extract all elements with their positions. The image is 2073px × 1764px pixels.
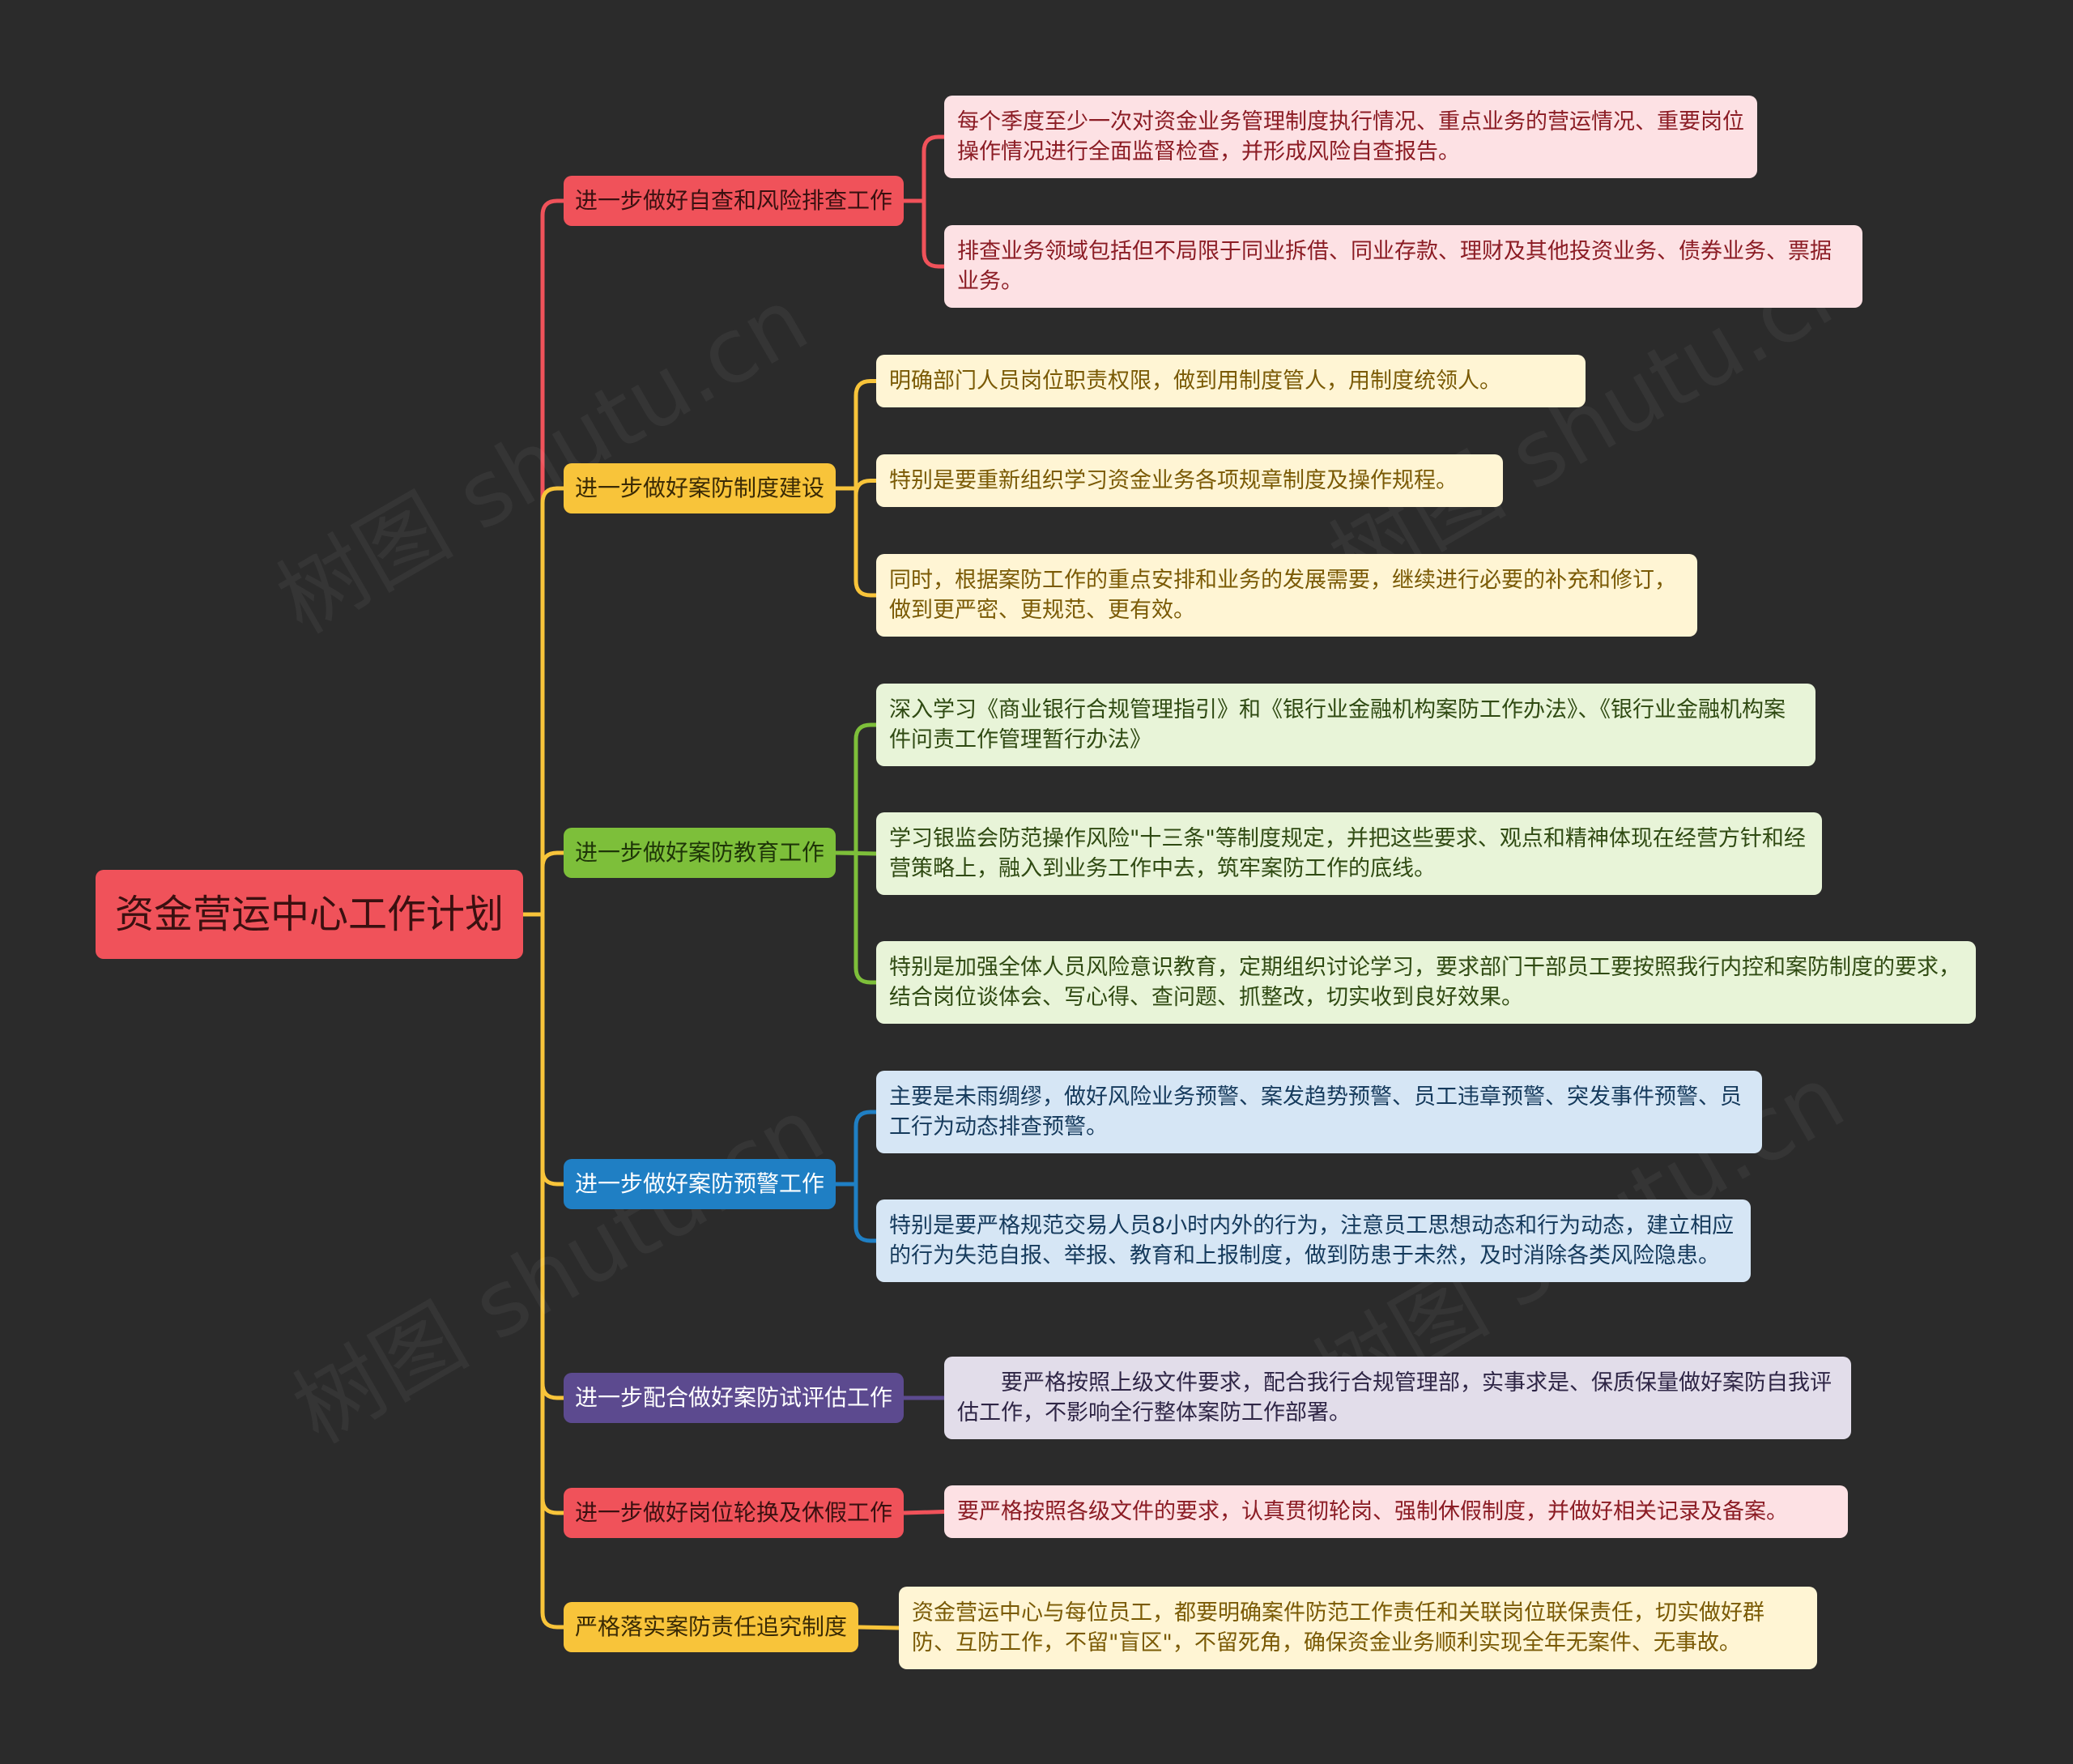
branch-accountability[interactable]: 严格落实案防责任追究制度	[564, 1602, 859, 1652]
leaf-case-prevention-education-3[interactable]: 特别是加强全体人员风险意识教育，定期组织讨论学习，要求部门干部员工要按照我行内控…	[876, 941, 1976, 1024]
branch-rotation-leave[interactable]: 进一步做好岗位轮换及休假工作	[564, 1488, 905, 1538]
leaf-case-prevention-education-1[interactable]: 深入学习《商业银行合规管理指引》和《银行业金融机构案防工作办法》、《银行业金融机…	[876, 684, 1815, 766]
branch-self-inspection[interactable]: 进一步做好自查和风险排查工作	[564, 176, 905, 226]
branch-connector-3	[540, 850, 564, 914]
leaf-accountability-1[interactable]: 资金营运中心与每位员工，都要明确案件防范工作责任和关联岗位联保责任，切实做好群防…	[899, 1587, 1817, 1669]
branch-connector-4	[540, 914, 564, 1187]
leaf-early-warning-2[interactable]: 特别是要严格规范交易人员8小时内外的行为，注意员工思想动态和行为动态，建立相应的…	[876, 1199, 1751, 1282]
leaf-case-prevention-system-2[interactable]: 特别是要重新组织学习资金业务各项规章制度及操作规程。	[876, 454, 1503, 507]
leaf-connector-6-1	[903, 1510, 945, 1515]
leaf-connector-1-2	[904, 198, 944, 269]
leaf-connector-4-1	[836, 1110, 876, 1187]
leaf-connector-7-1	[858, 1625, 900, 1630]
branch-connector-5	[540, 914, 564, 1400]
leaf-self-inspection-1[interactable]: 每个季度至少一次对资金业务管理制度执行情况、重点业务的营运情况、重要岗位操作情况…	[944, 96, 1757, 178]
leaf-connector-2-1	[836, 379, 876, 491]
leaf-case-prevention-education-2[interactable]: 学习银监会防范操作风险"十三条"等制度规定，并把这些要求、观点和精神体现在经营方…	[876, 812, 1822, 895]
leaf-connector-2-3	[836, 486, 876, 598]
branch-case-prevention-system[interactable]: 进一步做好案防制度建设	[564, 463, 836, 513]
branch-connector-7	[540, 914, 564, 1630]
leaf-case-prevention-system-1[interactable]: 明确部门人员岗位职责权限，做到用制度管人，用制度统领人。	[876, 355, 1586, 407]
branch-early-warning[interactable]: 进一步做好案防预警工作	[564, 1159, 836, 1209]
leaf-self-inspection-2[interactable]: 排查业务领域包括但不局限于同业拆借、同业存款、理财及其他投资业务、债券业务、票据…	[944, 225, 1862, 308]
leaf-early-warning-1[interactable]: 主要是未雨绸缪，做好风险业务预警、案发趋势预警、员工违章预警、突发事件预警、员工…	[876, 1071, 1762, 1153]
leaf-connector-3-3	[836, 850, 876, 985]
leaf-case-prevention-system-3[interactable]: 同时，根据案防工作的重点安排和业务的发展需要，继续进行必要的补充和修订，做到更严…	[876, 554, 1697, 637]
branch-connector-1	[540, 198, 564, 914]
leaf-rotation-leave-1[interactable]: 要严格按照各级文件的要求，认真贯彻轮岗、强制休假制度，并做好相关记录及备案。	[944, 1485, 1848, 1538]
branch-connector-6	[540, 914, 564, 1515]
root-topic[interactable]: 资金营运中心工作计划	[96, 870, 523, 959]
leaf-connector-3-1	[836, 722, 876, 855]
branch-self-assessment[interactable]: 进一步配合做好案防试评估工作	[564, 1373, 905, 1423]
leaf-self-assessment-1[interactable]: 要严格按照上级文件要求，配合我行合规管理部，实事求是、保质保量做好案防自我评估工…	[944, 1357, 1851, 1439]
leaf-connector-4-2	[836, 1182, 876, 1243]
branch-connector-2	[540, 486, 564, 914]
leaf-connector-1-1	[904, 134, 944, 203]
branch-case-prevention-education[interactable]: 进一步做好案防教育工作	[564, 828, 836, 878]
